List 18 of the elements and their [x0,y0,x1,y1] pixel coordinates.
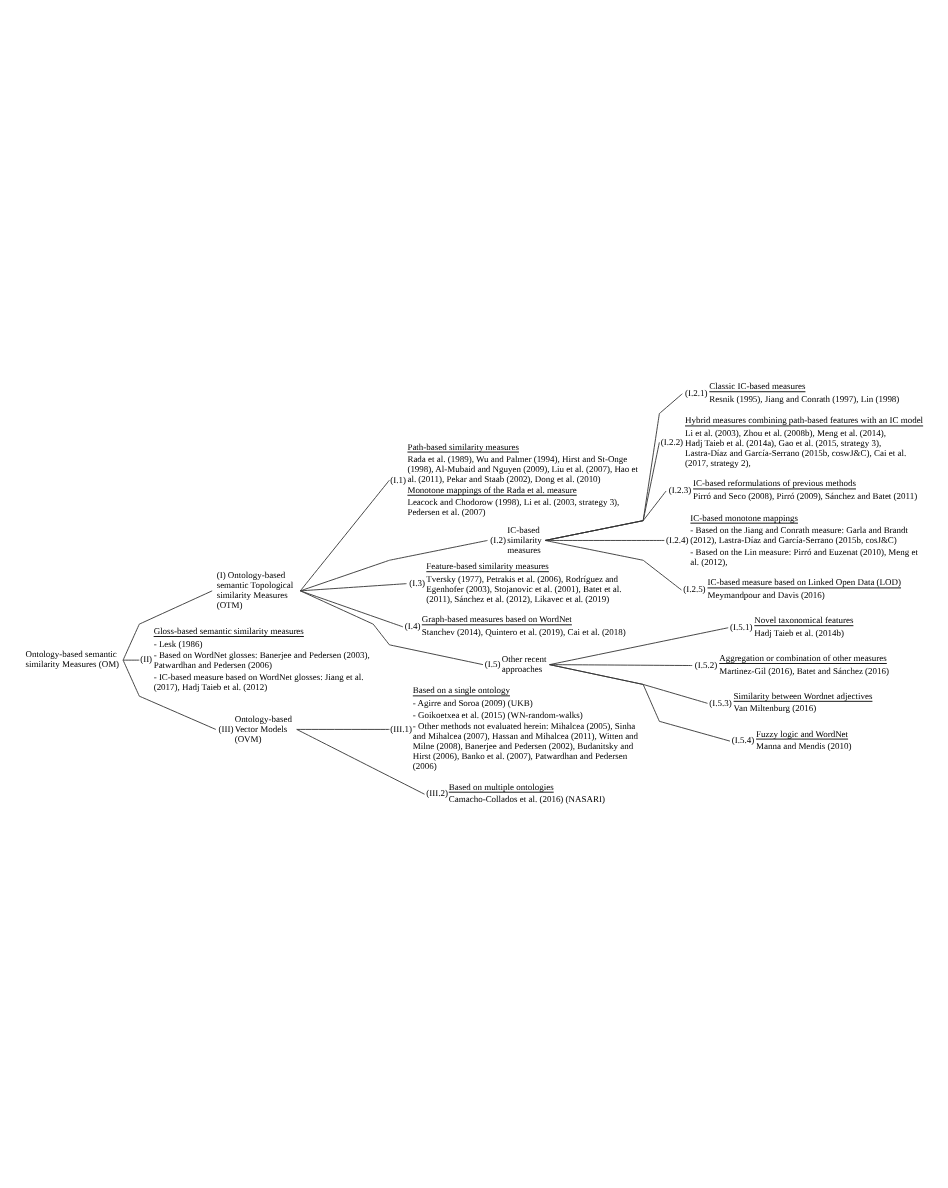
connector [299,540,488,592]
connector [299,590,404,628]
connector [299,590,484,666]
connector [296,728,390,730]
connector [544,490,667,541]
connector [544,540,665,541]
connector [549,664,731,742]
connector [296,728,425,795]
connector [544,540,682,591]
connector [299,583,407,592]
connector [122,590,213,661]
connector [549,664,708,704]
connector [122,659,140,661]
connector [549,664,693,666]
connector [549,627,729,666]
connector [544,393,683,541]
connector [122,659,217,730]
connector [299,479,390,592]
